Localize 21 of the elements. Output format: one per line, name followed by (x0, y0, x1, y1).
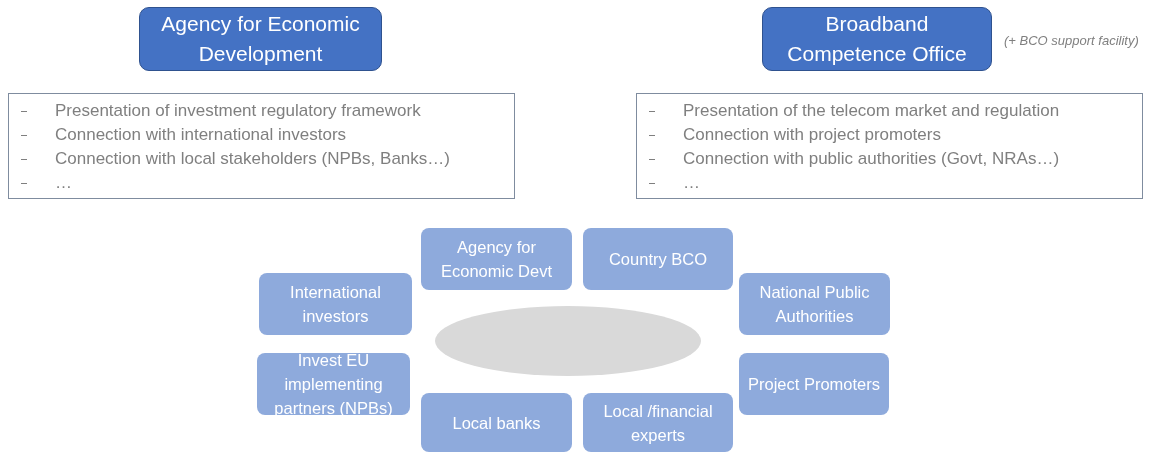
list-item: … (55, 172, 72, 194)
list-item: Presentation of investment regulatory framework (55, 100, 421, 122)
list-item: Connection with local stakeholders (NPBs, Banks…) (55, 148, 450, 170)
stakeholder-box: Project Promoters (739, 353, 889, 415)
list-item: Presentation of the telecom market and regulation (683, 100, 1060, 122)
list-item: Connection with project promoters (683, 124, 941, 146)
list-item: Connection with international investors (55, 124, 347, 146)
heading-box: Broadband Competence Office (762, 7, 992, 71)
stakeholder-box: Country BCO (583, 228, 733, 290)
heading-box: Agency for Economic Development (139, 7, 382, 71)
stakeholder-box: National Public Authorities (739, 273, 890, 335)
stakeholder-box: International investors (259, 273, 412, 335)
stakeholder-box: Local /financial experts (583, 393, 733, 452)
stakeholder-box: Local banks (421, 393, 572, 452)
stakeholder-box: Agency for Economic Devt (421, 228, 572, 290)
list-item: Connection with public authorities (Govt, NRAs…) (683, 148, 1060, 170)
text-box (8, 93, 515, 199)
text-box (636, 93, 1143, 199)
note-text: (+ BCO support facility) (1004, 33, 1139, 48)
stakeholder-box: Invest EU implementing partners (NPBs) (257, 353, 410, 415)
list-item: … (683, 172, 700, 194)
